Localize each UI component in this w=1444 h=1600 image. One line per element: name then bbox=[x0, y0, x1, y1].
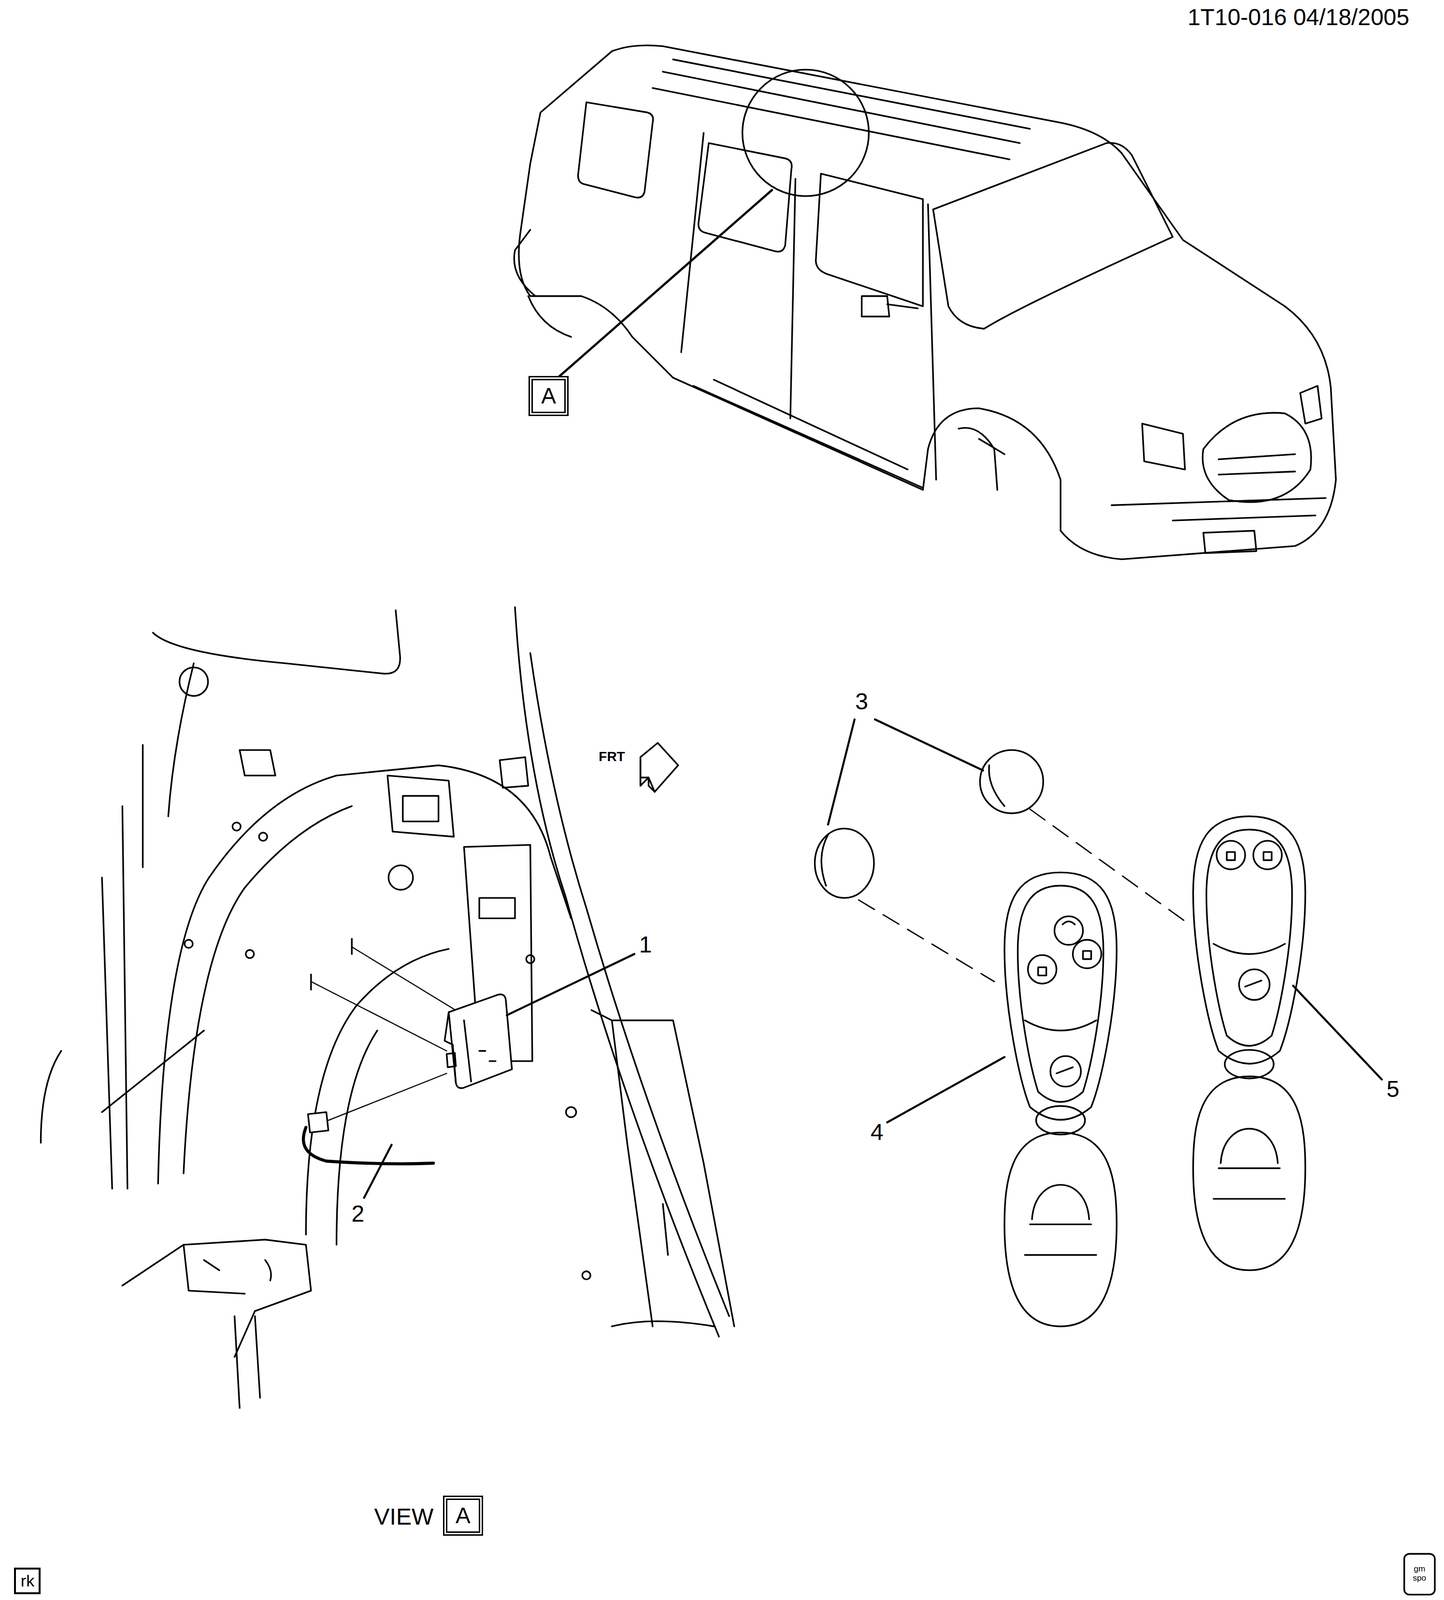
callout-number: 1 bbox=[639, 931, 653, 958]
callout-number: 2 bbox=[351, 1200, 365, 1227]
callout-number: 5 bbox=[1386, 1076, 1400, 1102]
callout-box: A bbox=[528, 375, 569, 416]
logo-text: gm spo bbox=[1407, 1564, 1431, 1583]
view-letter: A bbox=[455, 1502, 471, 1528]
front-arrow-text: FRT bbox=[598, 749, 625, 765]
logo-frame bbox=[1404, 1553, 1435, 1594]
leader-line bbox=[1293, 985, 1383, 1080]
drawing-code: 1T10-016 04/18/2005 bbox=[1187, 4, 1410, 30]
callout-number: 4 bbox=[870, 1119, 884, 1145]
view-caption: VIEW bbox=[374, 1503, 434, 1530]
body-panel-view bbox=[40, 607, 734, 1408]
battery-drawing bbox=[814, 719, 1189, 982]
key-fob-drawing bbox=[1193, 815, 1306, 1270]
callout-box: rk bbox=[14, 1567, 41, 1594]
callout-number: 3 bbox=[855, 688, 869, 715]
view-letter: A bbox=[541, 383, 557, 409]
callout-box: A bbox=[443, 1495, 484, 1536]
vehicle-drawing bbox=[514, 45, 1336, 559]
key-fob-drawing bbox=[886, 872, 1117, 1326]
view-letter: rk bbox=[20, 1571, 35, 1590]
